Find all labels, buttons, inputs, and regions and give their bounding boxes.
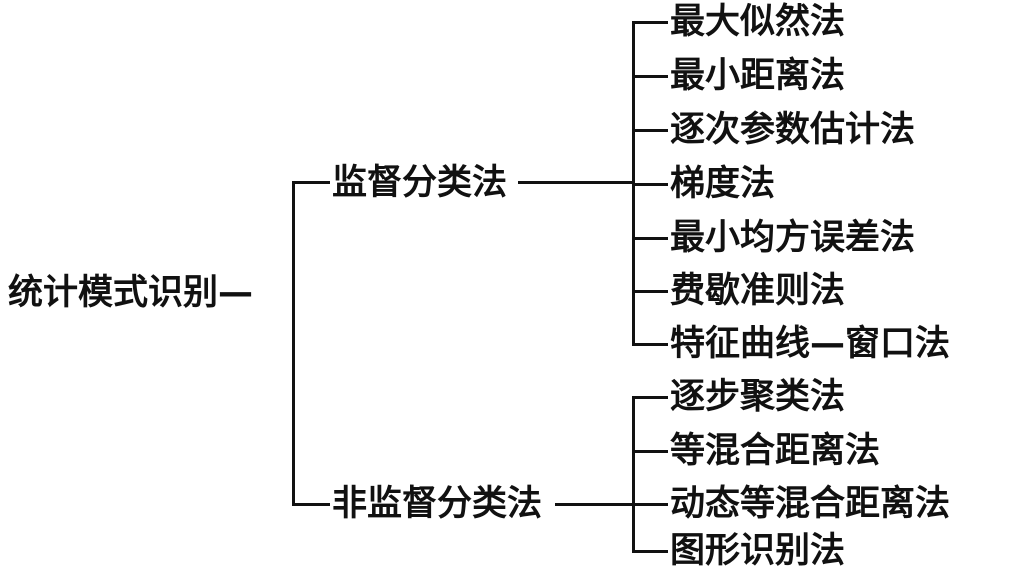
leaf-tick [632,21,668,24]
leaf-tick [632,450,668,453]
leaf-node: 图形识别法 [670,531,846,571]
leaf-tick [632,396,668,399]
leaf-tick [632,75,668,78]
leaf-tick [632,129,668,132]
leaf-node: 逐次参数估计法 [670,110,916,150]
leaf-tick [632,290,668,293]
leaf-node: 最大似然法 [670,2,846,42]
leaf-node: 等混合距离法 [670,431,881,471]
leaf-tick [632,503,668,506]
leaf-node: 逐步聚类法 [670,377,846,417]
root-connector [292,181,295,506]
branch-0-line [518,181,634,184]
leaf-node: 最小距离法 [670,56,846,96]
leaf-node: 费歇准则法 [670,271,846,311]
leaf-tick [632,343,668,346]
leaf-node: 动态等混合距离法 [670,484,951,524]
root-node: 统计模式识别— [8,273,254,313]
leaf-node: 特征曲线—窗口法 [670,324,951,364]
leaf-node: 最小均方误差法 [670,218,916,258]
branch-supervised: 监督分类法 [332,163,508,203]
branch-1-bracket [632,396,635,552]
leaf-node: 梯度法 [670,164,776,204]
branch-0-tick [292,181,330,184]
branch-1-line [555,503,634,506]
leaf-tick [632,550,668,553]
branch-1-tick [292,503,330,506]
leaf-tick [632,237,668,240]
branch-unsupervised: 非监督分类法 [332,484,543,524]
leaf-tick [632,183,668,186]
